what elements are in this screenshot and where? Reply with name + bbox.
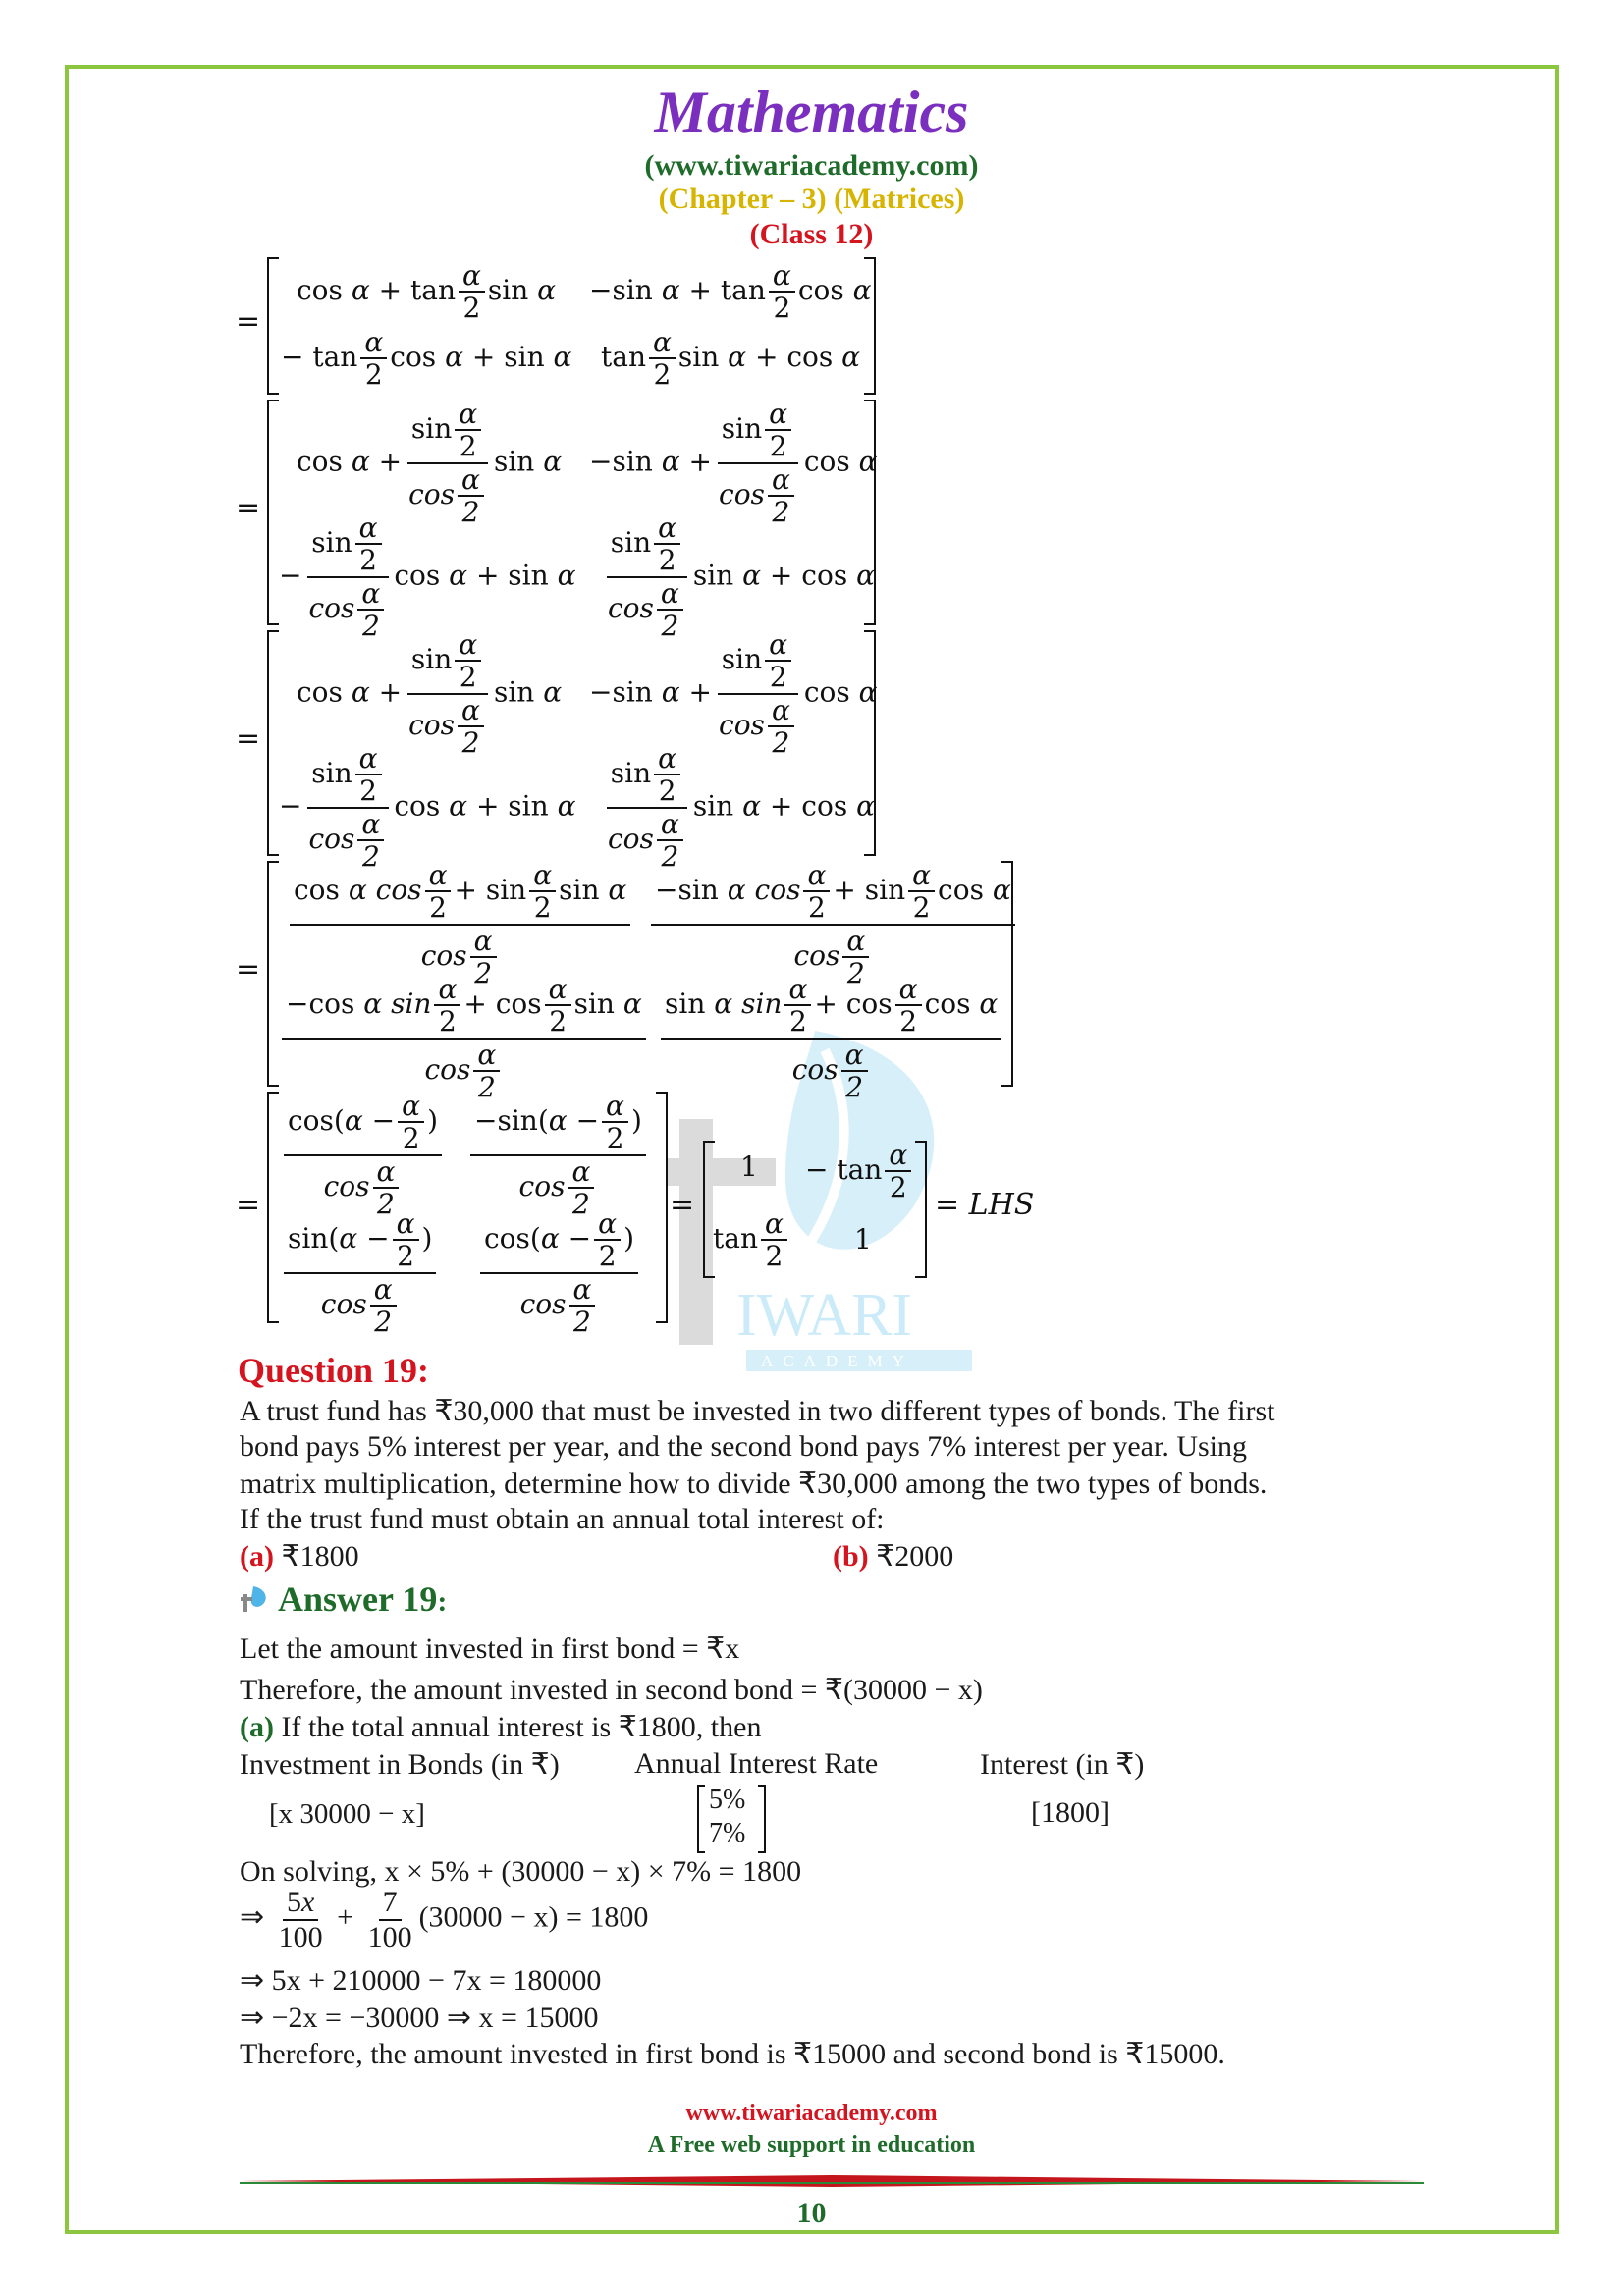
footer-website[interactable]: www.tiwariacademy.com bbox=[685, 2101, 938, 2126]
answer-logo-icon bbox=[241, 1586, 266, 1612]
header-chapter: (Chapter – 3) (Matrices) bbox=[658, 183, 965, 215]
answer-part-a: (a) If the total annual interest is ₹180… bbox=[240, 1711, 762, 1743]
svg-text:IWARI: IWARI bbox=[736, 1282, 912, 1349]
answer-conclusion: Therefore, the amount invested in first … bbox=[240, 2038, 1225, 2070]
page-title: Mathematics bbox=[654, 80, 969, 144]
answer-heading: Answer 19: bbox=[278, 1579, 448, 1619]
table-header-rate: Annual Interest Rate bbox=[634, 1747, 879, 1780]
interest-matrix: [1800] bbox=[1031, 1796, 1109, 1829]
footer-divider bbox=[240, 2175, 1424, 2187]
table-header-investment: Investment in Bonds (in ₹) bbox=[240, 1748, 560, 1781]
tiwari-academy-watermark: IWARI ACADEMY bbox=[668, 1031, 972, 1371]
answer-line-2: Therefore, the amount invested in second… bbox=[240, 1674, 983, 1706]
solving-line-4: ⇒ −2x = −30000 ⇒ x = 15000 bbox=[240, 2002, 599, 2034]
investment-row-matrix: [x 30000 − x] bbox=[269, 1798, 425, 1830]
question-line-3: matrix multiplication, determine how to … bbox=[240, 1468, 1268, 1500]
header-website: (www.tiwariacademy.com) bbox=[644, 149, 979, 182]
question-line-2: bond pays 5% interest per year, and the … bbox=[240, 1430, 1248, 1463]
question-option-a: (a) ₹1800 bbox=[240, 1540, 359, 1573]
svg-text:ACADEMY: ACADEMY bbox=[761, 1352, 914, 1370]
page-number: 10 bbox=[796, 2197, 827, 2229]
solving-line-1: On solving, x × 5% + (30000 − x) × 7% = … bbox=[240, 1855, 802, 1888]
rate-column-matrix: 5% 7% bbox=[697, 1785, 768, 1853]
solving-line-3: ⇒ 5x + 210000 − 7x = 180000 bbox=[240, 1964, 602, 1997]
answer-line-1: Let the amount invested in first bond = … bbox=[240, 1632, 740, 1665]
page-border bbox=[65, 65, 1559, 2234]
question-heading: Question 19: bbox=[238, 1351, 430, 1390]
question-line-4: If the trust fund must obtain an annual … bbox=[240, 1503, 885, 1535]
header-class: (Class 12) bbox=[749, 218, 874, 250]
question-line-1: A trust fund has ₹30,000 that must be in… bbox=[240, 1395, 1275, 1427]
question-option-b: (b) ₹2000 bbox=[833, 1540, 954, 1573]
table-header-interest: Interest (in ₹) bbox=[980, 1748, 1145, 1781]
footer-tagline: A Free web support in education bbox=[647, 2132, 976, 2158]
